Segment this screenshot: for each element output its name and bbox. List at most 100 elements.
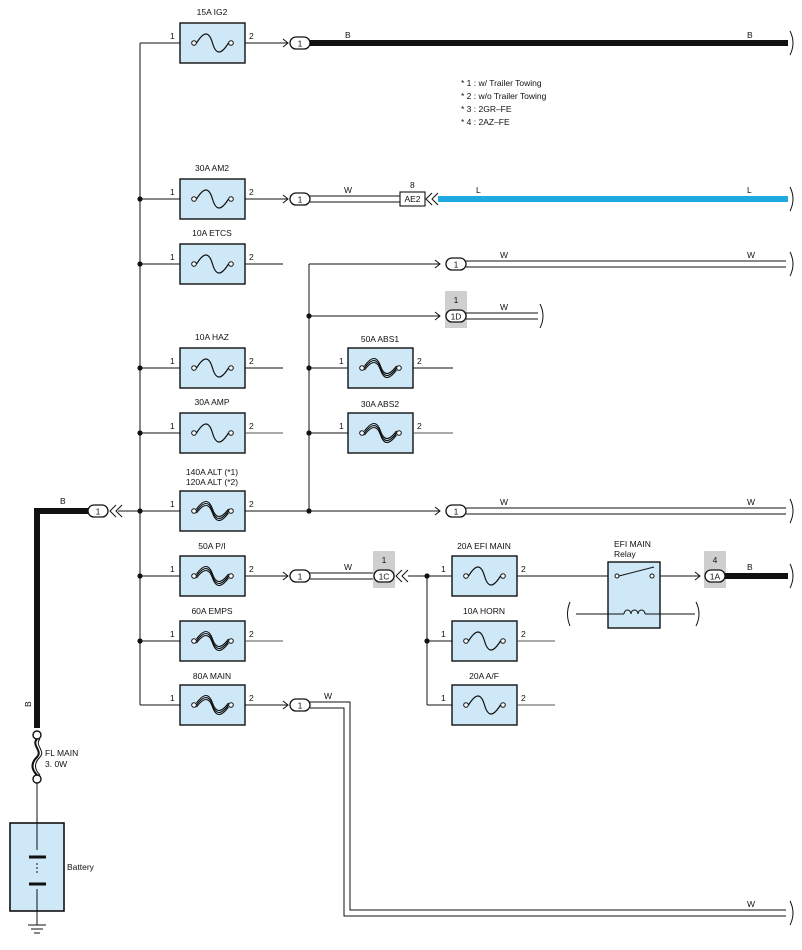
svg-text:1: 1 [170, 31, 175, 41]
svg-text:1: 1 [441, 564, 446, 574]
fuse-main-label: 80A MAIN [193, 671, 231, 681]
svg-text:B: B [345, 30, 351, 40]
fuse-pi-label: 50A P/I [198, 541, 225, 551]
fuse-horn-label: 10A HORN [463, 606, 505, 616]
svg-text:1: 1 [298, 572, 303, 582]
svg-text:2: 2 [417, 356, 422, 366]
svg-text:2: 2 [249, 421, 254, 431]
svg-text:2: 2 [249, 564, 254, 574]
svg-text:AE2: AE2 [404, 194, 420, 204]
svg-text:2: 2 [521, 564, 526, 574]
svg-text:2: 2 [249, 252, 254, 262]
svg-text:1: 1 [298, 39, 303, 49]
svg-text:1: 1 [339, 356, 344, 366]
fuse-abs2 [347, 412, 414, 454]
svg-text:W: W [747, 899, 755, 909]
fuse-amp [179, 412, 246, 454]
svg-text:W: W [344, 185, 352, 195]
svg-text:1: 1 [170, 421, 175, 431]
svg-text:1: 1 [454, 507, 459, 517]
fuse-abs1-label: 50A ABS1 [361, 334, 400, 344]
svg-text:1C: 1C [379, 572, 390, 582]
svg-text:1D: 1D [451, 312, 462, 322]
svg-text:8: 8 [410, 180, 415, 190]
fuse-ig2-label: 15A IG2 [197, 7, 228, 17]
fuse-pi [179, 555, 246, 597]
svg-text:B: B [747, 562, 753, 572]
svg-text:2: 2 [249, 693, 254, 703]
svg-text:W: W [500, 250, 508, 260]
svg-text:1: 1 [96, 507, 101, 517]
fuse-alt-label-2: 120A ALT (*2) [186, 477, 238, 487]
svg-text:1: 1 [298, 195, 303, 205]
fuse-emps [179, 620, 246, 662]
fuse-alt-label-1: 140A ALT (*1) [186, 467, 238, 477]
connector-1-etcs [445, 257, 467, 271]
fuse-am2 [179, 178, 246, 220]
svg-text:2: 2 [249, 31, 254, 41]
svg-text:L: L [747, 185, 752, 195]
svg-text:W: W [324, 691, 332, 701]
fl-main-fusible [31, 738, 40, 776]
svg-text:W: W [747, 250, 755, 260]
fl-main-name: FL MAIN [45, 748, 78, 758]
fuse-horn [451, 620, 518, 662]
fuse-haz-label: 10A HAZ [195, 332, 229, 342]
svg-text:B: B [747, 30, 753, 40]
svg-text:B: B [23, 701, 33, 707]
svg-text:2: 2 [249, 499, 254, 509]
fuse-emps-label: 60A EMPS [191, 606, 232, 616]
svg-text:1A: 1A [710, 572, 721, 582]
svg-text:2: 2 [521, 629, 526, 639]
svg-text:W: W [500, 302, 508, 312]
svg-text:1: 1 [170, 629, 175, 639]
svg-text:1: 1 [170, 499, 175, 509]
ground-icon [28, 924, 46, 934]
svg-text:1: 1 [454, 260, 459, 270]
connector-1-ig2 [289, 36, 311, 50]
connector-1d [445, 309, 467, 323]
svg-text:2: 2 [249, 187, 254, 197]
svg-text:B: B [60, 496, 66, 506]
wire-break [789, 30, 794, 56]
fuse-abs1 [347, 347, 414, 389]
svg-text:* 3 : 2GR–FE: * 3 : 2GR–FE [461, 104, 512, 114]
svg-text:W: W [344, 562, 352, 572]
fuse-af-label: 20A A/F [469, 671, 499, 681]
svg-text:1: 1 [441, 693, 446, 703]
svg-text:1: 1 [298, 701, 303, 711]
notes: * 1 : w/ Trailer Towing * 2 : w/o Traile… [461, 78, 547, 127]
svg-text:1: 1 [170, 564, 175, 574]
svg-text:4: 4 [713, 555, 718, 565]
svg-text:1: 1 [382, 555, 387, 565]
svg-text:1: 1 [170, 356, 175, 366]
connector-1-main [289, 698, 311, 712]
relay-sub: Relay [614, 549, 636, 559]
fuse-efi-main [451, 555, 518, 597]
fl-main-size: 3. 0W [45, 759, 67, 769]
svg-text:W: W [500, 497, 508, 507]
svg-text:* 4 : 2AZ–FE: * 4 : 2AZ–FE [461, 117, 510, 127]
efi-main-relay [607, 561, 661, 629]
connector-ae2 [399, 191, 426, 207]
connector-1c [373, 569, 395, 583]
svg-text:L: L [476, 185, 481, 195]
fuse-ig2 [179, 22, 246, 64]
svg-text:2: 2 [249, 629, 254, 639]
svg-text:2: 2 [249, 356, 254, 366]
svg-text:1: 1 [170, 693, 175, 703]
svg-text:2: 2 [417, 421, 422, 431]
svg-text:* 2 : w/o Trailer Towing: * 2 : w/o Trailer Towing [461, 91, 547, 101]
fuse-etcs [179, 243, 246, 285]
fuse-haz [179, 347, 246, 389]
svg-text:W: W [747, 497, 755, 507]
fuse-efi-main-label: 20A EFI MAIN [457, 541, 511, 551]
fuse-main [179, 684, 246, 726]
svg-text:1: 1 [454, 295, 459, 305]
fuse-alt [179, 490, 246, 532]
svg-text:1: 1 [170, 252, 175, 262]
svg-text:* 1 : w/ Trailer Towing: * 1 : w/ Trailer Towing [461, 78, 542, 88]
fuse-am2-label: 30A AM2 [195, 163, 229, 173]
